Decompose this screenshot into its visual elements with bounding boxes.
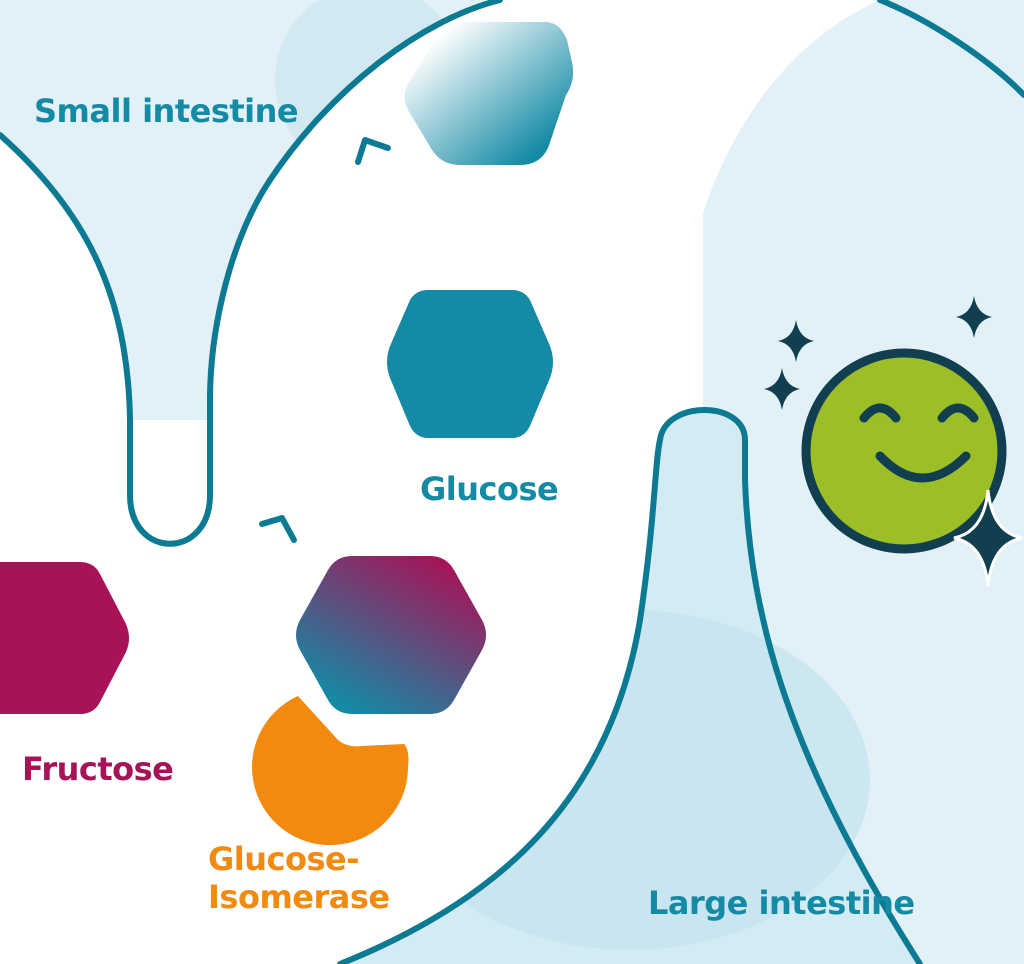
sparkle-icon	[764, 368, 800, 410]
glucose-isomerase-label-line2: Isomerase	[208, 878, 390, 916]
glucose-isomerase-label-line1: Glucose-	[208, 840, 359, 878]
sparkle-icon	[956, 296, 992, 338]
small-intestine-wall	[0, 0, 500, 544]
glucose-label: Glucose	[420, 470, 559, 508]
glucose-isomerase-enzyme	[252, 696, 409, 846]
small-intestine-label: Small intestine	[34, 92, 299, 130]
fructose-label: Fructose	[22, 750, 174, 788]
sparkle-icon	[778, 320, 814, 362]
glucose-hexagon	[387, 290, 553, 438]
glucose-isomerase-label: Glucose- Isomerase	[208, 840, 390, 916]
smiley-face-icon	[801, 348, 1023, 587]
right-wall-outline	[877, 0, 1024, 98]
fructose-hexagon	[0, 562, 129, 714]
glucose-fructose-conversion-hexagon	[296, 556, 486, 714]
chevron-arrow-icon	[355, 137, 391, 165]
chevron-arrow-icon	[259, 515, 297, 543]
large-intestine-outline	[337, 407, 923, 964]
large-intestine-label: Large intestine	[648, 884, 915, 922]
glucose-hexagon-absorbed	[404, 22, 574, 165]
small-intestine-outline	[0, 0, 503, 547]
